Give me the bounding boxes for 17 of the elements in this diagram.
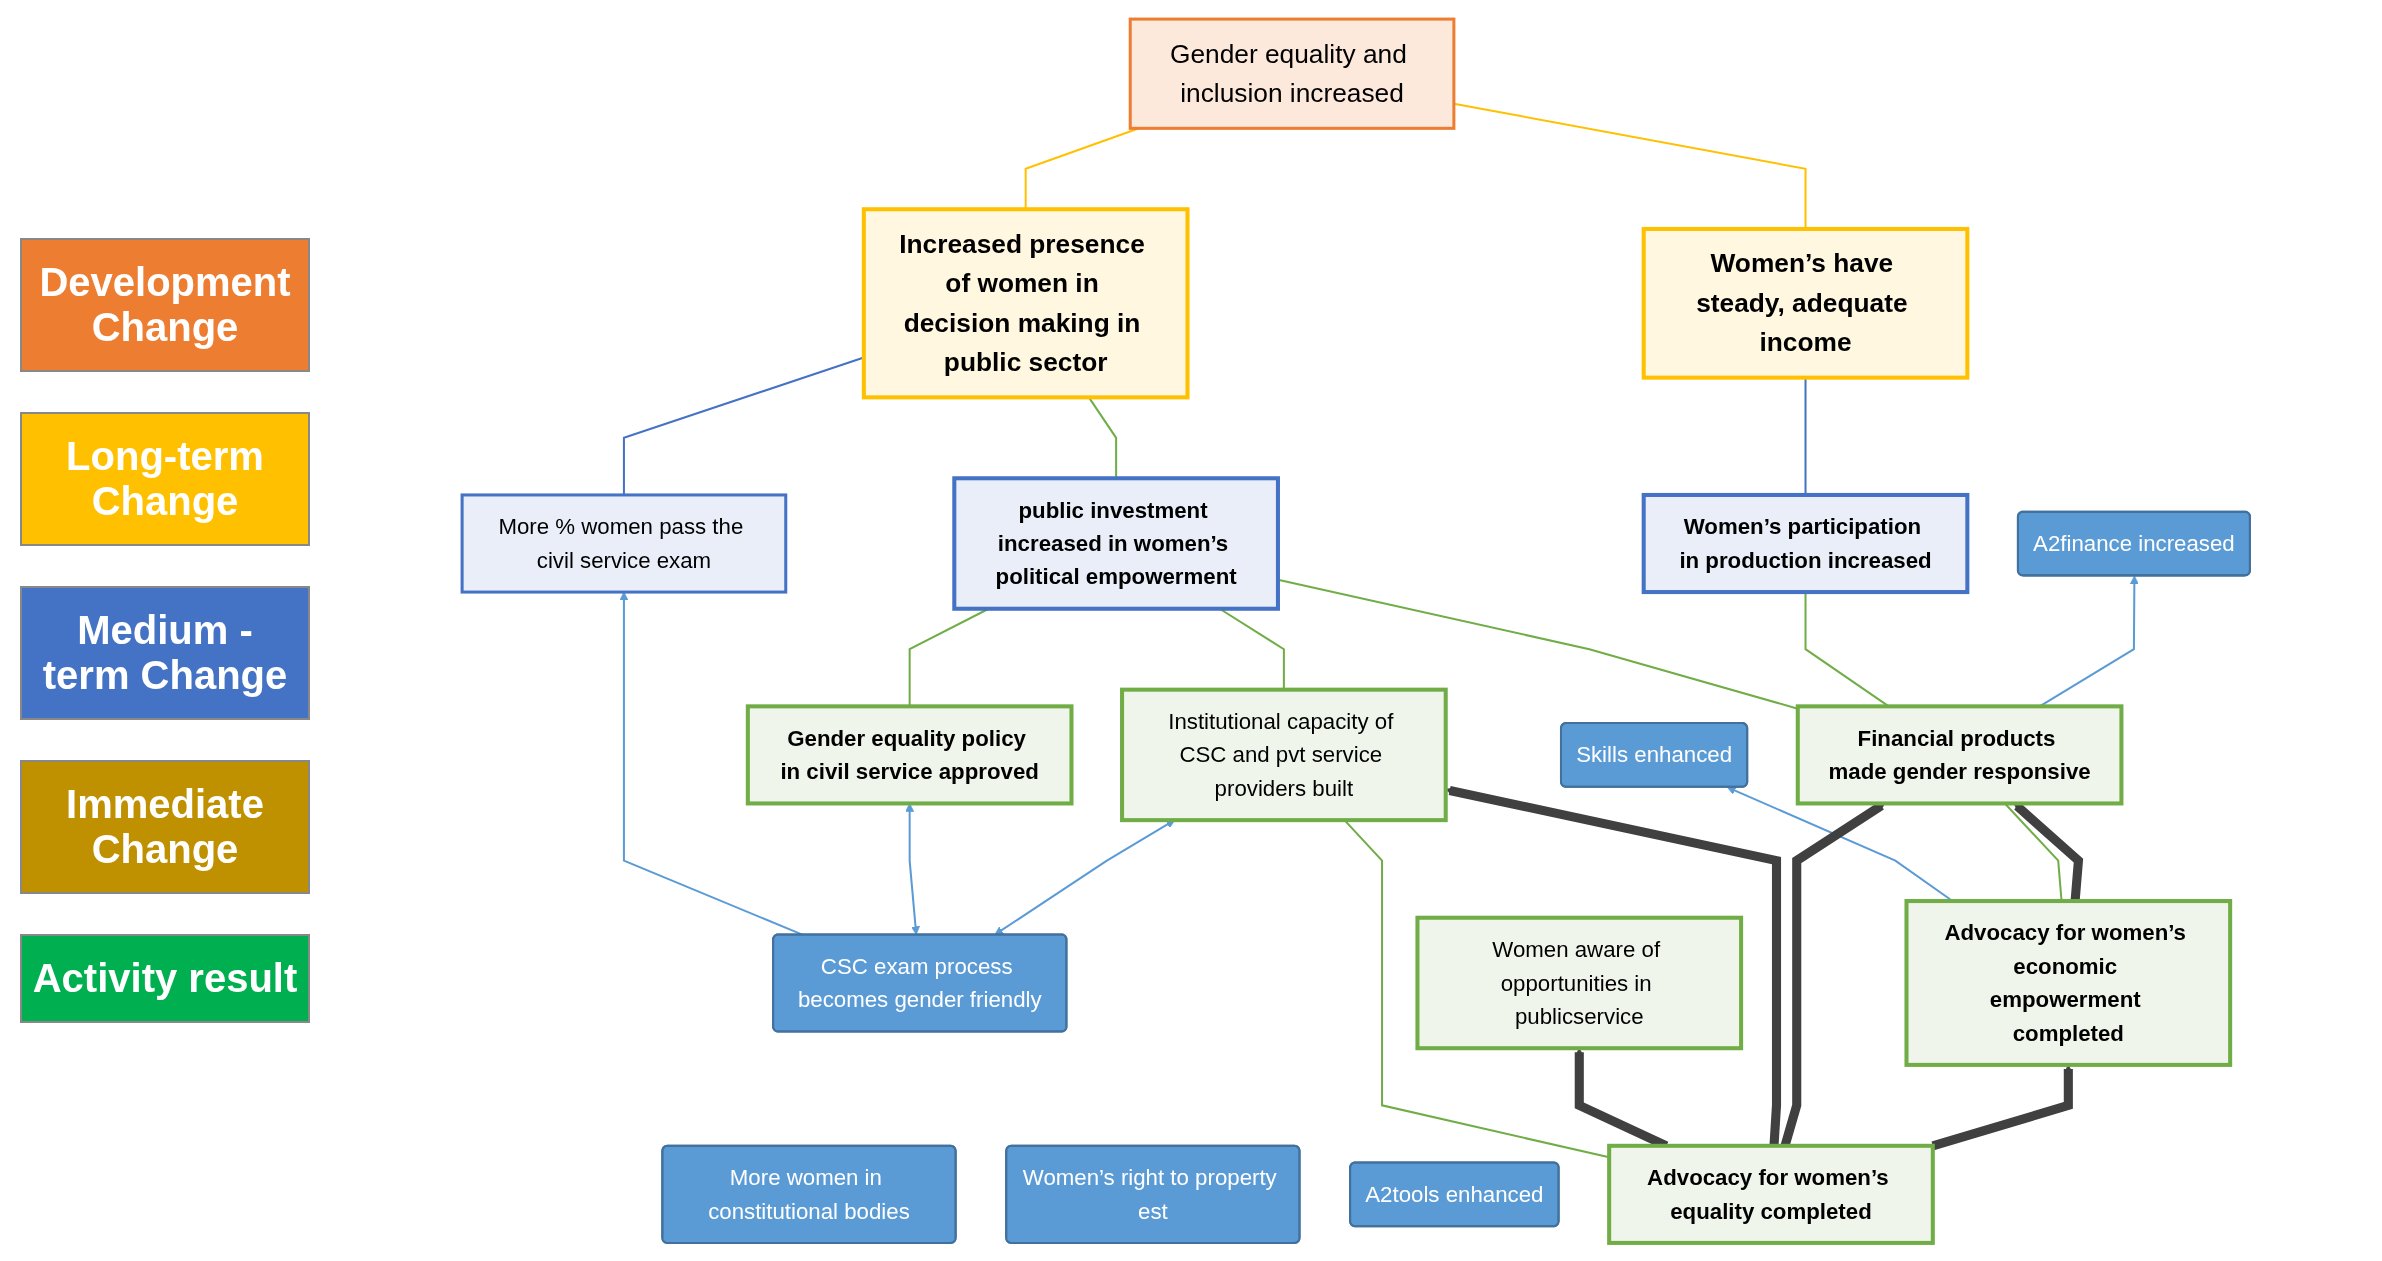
node-box: Financial products made gender responsive xyxy=(1795,703,2124,805)
node-box: public investment increased in women’s political empowerment xyxy=(952,475,1280,611)
legend-swatch: Development Change xyxy=(20,238,310,372)
legend-swatch: Immediate Change xyxy=(20,760,310,894)
node-box: Gender equality policy in civil service approved xyxy=(745,703,1074,805)
legend-swatch: Activity result xyxy=(20,934,310,1023)
node-box: Advocacy for women’s economic empowerment completed xyxy=(1904,898,2233,1067)
legend-swatch: Long-term Change xyxy=(20,412,310,546)
node-box: Advocacy for women’s equality completed xyxy=(1607,1143,1935,1245)
node-box: Women’s have steady, adequate income xyxy=(1641,226,1970,380)
node-box: Institutional capacity of CSC and pvt service providers built xyxy=(1120,687,1448,822)
node-box: Increased presence of women in decision making in public sector xyxy=(861,206,1190,399)
node-box: Women’s participation in production increased xyxy=(1641,492,1970,594)
node-box: Gender equality and inclusion increased xyxy=(1128,17,1456,130)
node-box: Women aware of opportunities in publicservice xyxy=(1415,915,1744,1050)
legend-swatch: Medium - term Change xyxy=(20,586,310,720)
node-box: More % women pass the civil service exam xyxy=(460,492,788,594)
